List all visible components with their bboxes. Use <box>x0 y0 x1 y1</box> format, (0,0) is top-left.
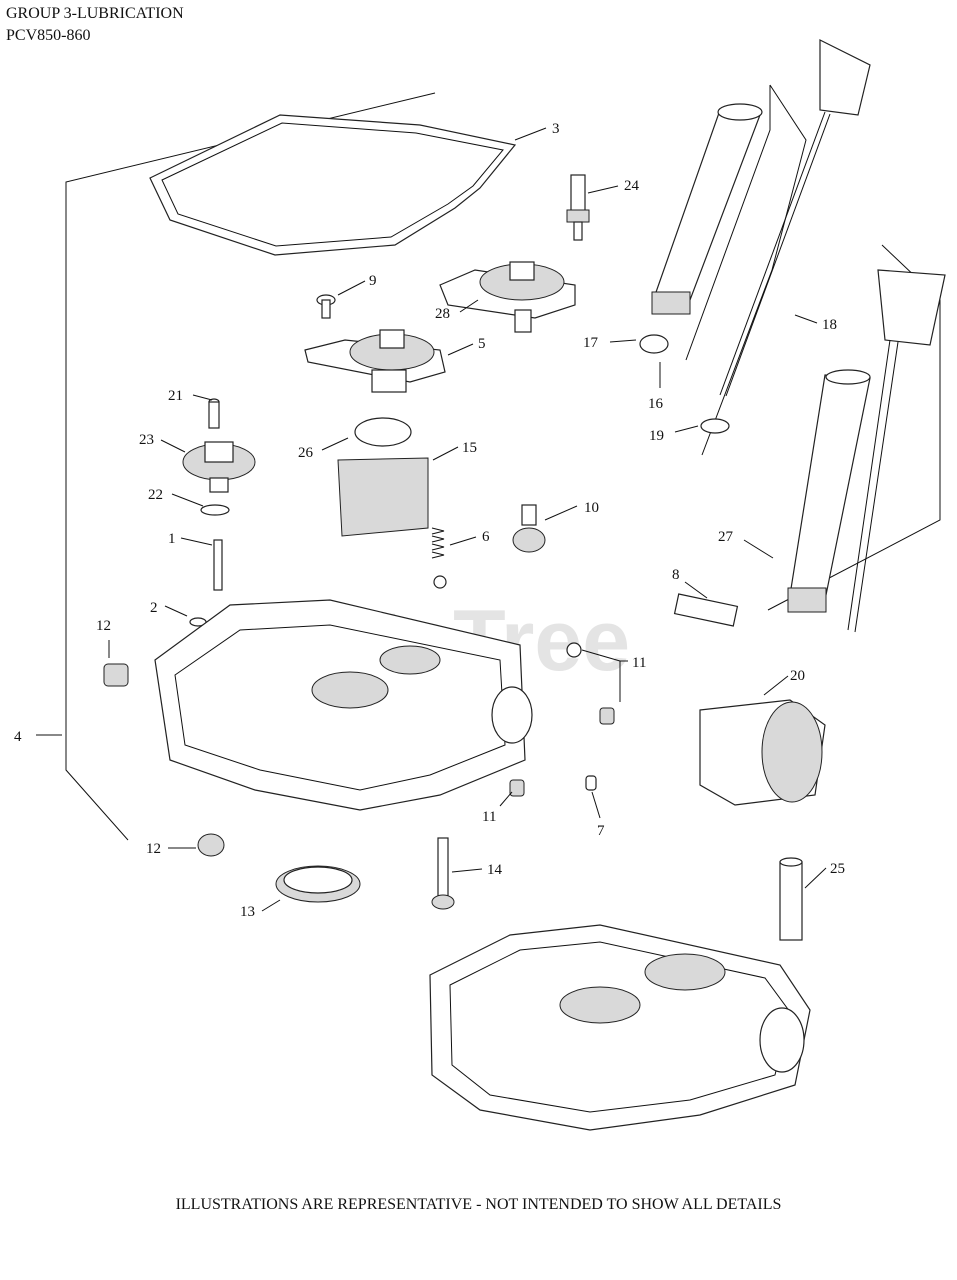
oil-fill-tube-16-part <box>651 103 763 315</box>
callout-12-upper: 12 <box>96 618 111 634</box>
oil-filter-part <box>699 699 826 806</box>
callout-26: 26 <box>298 445 314 461</box>
callout-28: 28 <box>435 306 450 322</box>
callout-6: 6 <box>482 529 490 545</box>
pin-1-part <box>213 539 223 591</box>
screw-15-part <box>431 837 455 910</box>
callout-11-lower: 11 <box>482 809 496 825</box>
callout-5: 5 <box>478 336 486 352</box>
oil-pump-5-part <box>304 329 446 393</box>
dowel-11-a-part <box>599 707 615 725</box>
callout-8: 8 <box>672 567 680 583</box>
oil-seal-part <box>275 865 361 903</box>
washer-22-part <box>200 504 230 516</box>
oil-pump-28-part <box>439 261 576 333</box>
spring-part <box>431 527 445 559</box>
callout-14: 13 <box>240 904 255 920</box>
o-ring-26-part <box>354 417 412 447</box>
dowel-7-part <box>585 775 597 791</box>
callout-11-upper: 11 <box>632 655 646 671</box>
callout-22: 22 <box>148 487 163 503</box>
oil-pressure-switch-part <box>566 174 590 241</box>
dowel-11-b-part <box>509 779 525 797</box>
assembled-closure-plate-part <box>429 924 811 1131</box>
callout-16: 16 <box>648 396 664 412</box>
callout-21: 21 <box>168 388 183 404</box>
shaft-21-part <box>208 398 220 429</box>
ball-11-part <box>566 642 582 658</box>
callout-10: 10 <box>584 500 599 516</box>
screen-part <box>337 457 429 537</box>
callout-27: 27 <box>718 529 734 545</box>
pin-25-part <box>779 857 803 941</box>
dipstick-18-part <box>719 39 871 397</box>
callout-18: 18 <box>822 317 837 333</box>
callout-15: 14 <box>487 862 503 878</box>
gear-23-part <box>182 441 256 493</box>
callout-2: 2 <box>150 600 158 616</box>
leader-lines <box>36 127 827 912</box>
callout-1: 1 <box>168 531 176 547</box>
callout-19: 19 <box>649 428 664 444</box>
plug-12-lower-part <box>197 833 225 857</box>
callout-13: 15 <box>462 440 477 456</box>
callout-4: 4 <box>14 729 22 745</box>
dipstick-tube-27-part <box>787 269 946 633</box>
valve-part <box>673 593 739 627</box>
callout-9: 9 <box>369 273 377 289</box>
model-number: PCV850-860 <box>6 27 91 44</box>
gasket-part <box>149 114 517 256</box>
callout-3: 3 <box>552 121 560 137</box>
o-ring-19-part <box>700 418 730 434</box>
callout-7: 7 <box>597 823 605 839</box>
callout-24: 24 <box>624 178 640 194</box>
callout-20: 20 <box>790 668 805 684</box>
callout-25: 25 <box>830 861 845 877</box>
screw-9-part <box>316 294 336 319</box>
plug-12-upper-part <box>103 663 129 687</box>
sensor-part <box>512 504 546 553</box>
callout-17: 17 <box>583 335 599 351</box>
o-ring-17-part <box>639 334 669 354</box>
callout-12-lower: 12 <box>146 841 161 857</box>
ball-part <box>433 575 447 589</box>
footer-disclaimer: ILLUSTRATIONS ARE REPRESENTATIVE - NOT I… <box>175 1196 782 1213</box>
callout-23: 23 <box>139 432 154 448</box>
group-title: GROUP 3-LUBRICATION <box>6 5 184 22</box>
closure-plate-part <box>154 599 533 811</box>
callout-labels: 3 24 9 28 5 17 16 18 19 21 23 26 15 22 1… <box>14 121 845 920</box>
